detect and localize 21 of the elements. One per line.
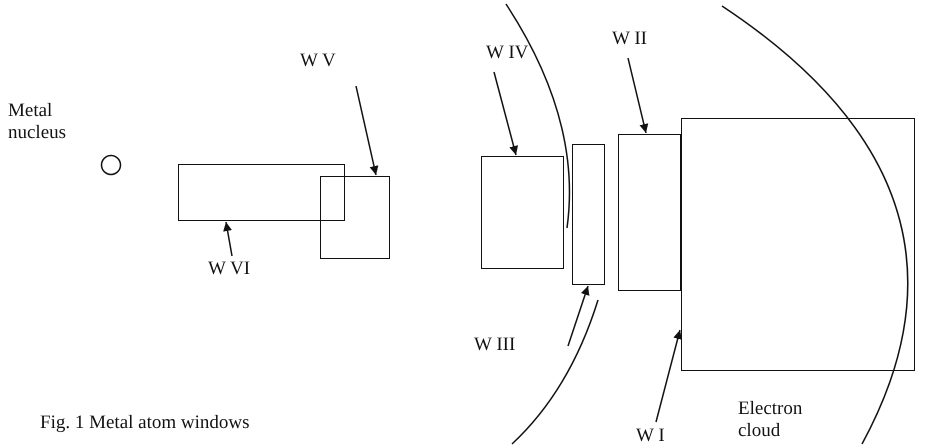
window-box	[572, 144, 605, 285]
nucleus-label: Metal nucleus	[8, 100, 68, 144]
leader-arrow	[355, 86, 378, 176]
window-label: W I	[636, 425, 665, 447]
leader-arrow	[223, 222, 233, 256]
leader-arrow	[493, 72, 518, 156]
window-box	[178, 164, 345, 221]
leader-arrow	[627, 58, 648, 134]
window-box	[618, 134, 681, 291]
figure-caption: Fig. 1 Metal atom windows	[40, 412, 250, 434]
window-label: W III	[474, 334, 516, 356]
window-box	[320, 176, 390, 259]
window-box	[481, 156, 564, 269]
leader-arrow	[655, 330, 682, 422]
window-label: W IV	[486, 42, 528, 64]
window-label: W VI	[208, 258, 250, 280]
cloud-label: Electron cloud	[738, 398, 804, 442]
window-box	[681, 118, 915, 371]
window-label: W V	[300, 50, 336, 72]
window-label: W II	[612, 28, 647, 50]
leader-arrow	[567, 286, 590, 346]
